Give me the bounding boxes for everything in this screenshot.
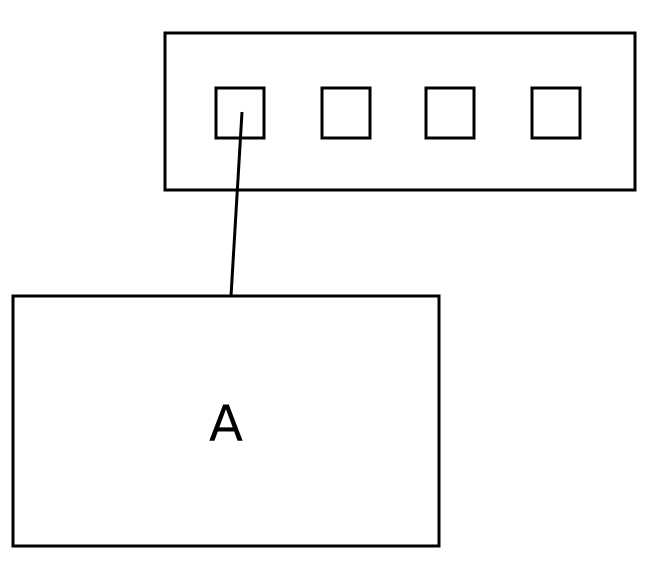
strip-cell-2: [320, 86, 372, 140]
box-a-label: A: [208, 395, 244, 453]
strip-cell-4: [530, 86, 582, 140]
connector-wire: [229, 111, 244, 297]
strip-cell-3: [424, 86, 476, 140]
box-a: [11, 294, 441, 548]
